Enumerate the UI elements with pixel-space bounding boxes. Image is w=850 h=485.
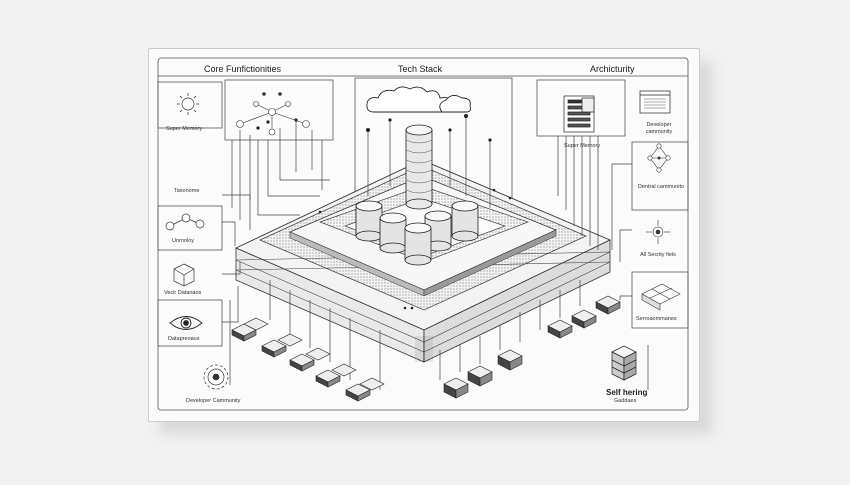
label-self-healing-sub: Gaddaes xyxy=(614,398,637,404)
section-title-tech-stack: Tech Stack xyxy=(398,64,443,74)
label-all-security-fields: All Secrity fiels xyxy=(640,252,676,258)
decentral-box xyxy=(631,141,689,211)
database-cylinders xyxy=(355,124,479,266)
cylinder-front xyxy=(404,222,432,266)
section-title-architecture: Archicturity xyxy=(590,64,635,74)
label-semantic-components: Serroaommanes xyxy=(636,316,677,322)
label-developer-community-left: Developer Cammunity xyxy=(186,398,241,404)
cylinder-left xyxy=(355,200,383,242)
label-decentral-components: Dentral cammunito xyxy=(637,184,685,190)
network-icon xyxy=(236,92,310,136)
cylinder-front-left xyxy=(379,212,407,254)
eye-icon xyxy=(169,316,203,330)
label-taxonomy: Taxonome xyxy=(174,188,200,194)
semantic-box xyxy=(631,271,689,329)
cube-icon xyxy=(173,263,195,287)
section-title-core: Core Funfictionities xyxy=(204,64,282,74)
cloud-icon xyxy=(366,86,471,113)
label-super-memory-right: Super Memory xyxy=(564,143,601,149)
molecule-icon xyxy=(165,213,205,231)
connector-nodes xyxy=(256,114,512,310)
window-icon xyxy=(639,90,671,114)
label-ontology: Unrnoloy xyxy=(172,238,195,244)
architecture-frame xyxy=(536,79,626,137)
ground-blocks xyxy=(231,295,621,402)
super-memory-box xyxy=(157,81,223,129)
cylinder-right xyxy=(451,200,479,242)
dataprocessing-box xyxy=(157,299,223,347)
label-self-healing: Self hering xyxy=(606,388,648,397)
component-nodes-right xyxy=(641,220,681,311)
hexagon-graph-icon xyxy=(647,143,671,173)
label-dataprocessing: Datapreoaus xyxy=(168,336,200,342)
central-cylinder-tower xyxy=(405,124,433,210)
server-rack-icon xyxy=(563,95,595,133)
label-developer-community-right: Developer cammunity xyxy=(645,122,673,135)
core-frame xyxy=(224,79,334,141)
label-vector-database: Vecir Datanaos xyxy=(164,290,202,296)
gear-icon xyxy=(203,364,229,390)
label-super-memory: Super Memory xyxy=(166,126,203,132)
sun-icon xyxy=(177,93,199,115)
database-stack-icon xyxy=(611,345,637,381)
ontology-box xyxy=(157,205,223,251)
